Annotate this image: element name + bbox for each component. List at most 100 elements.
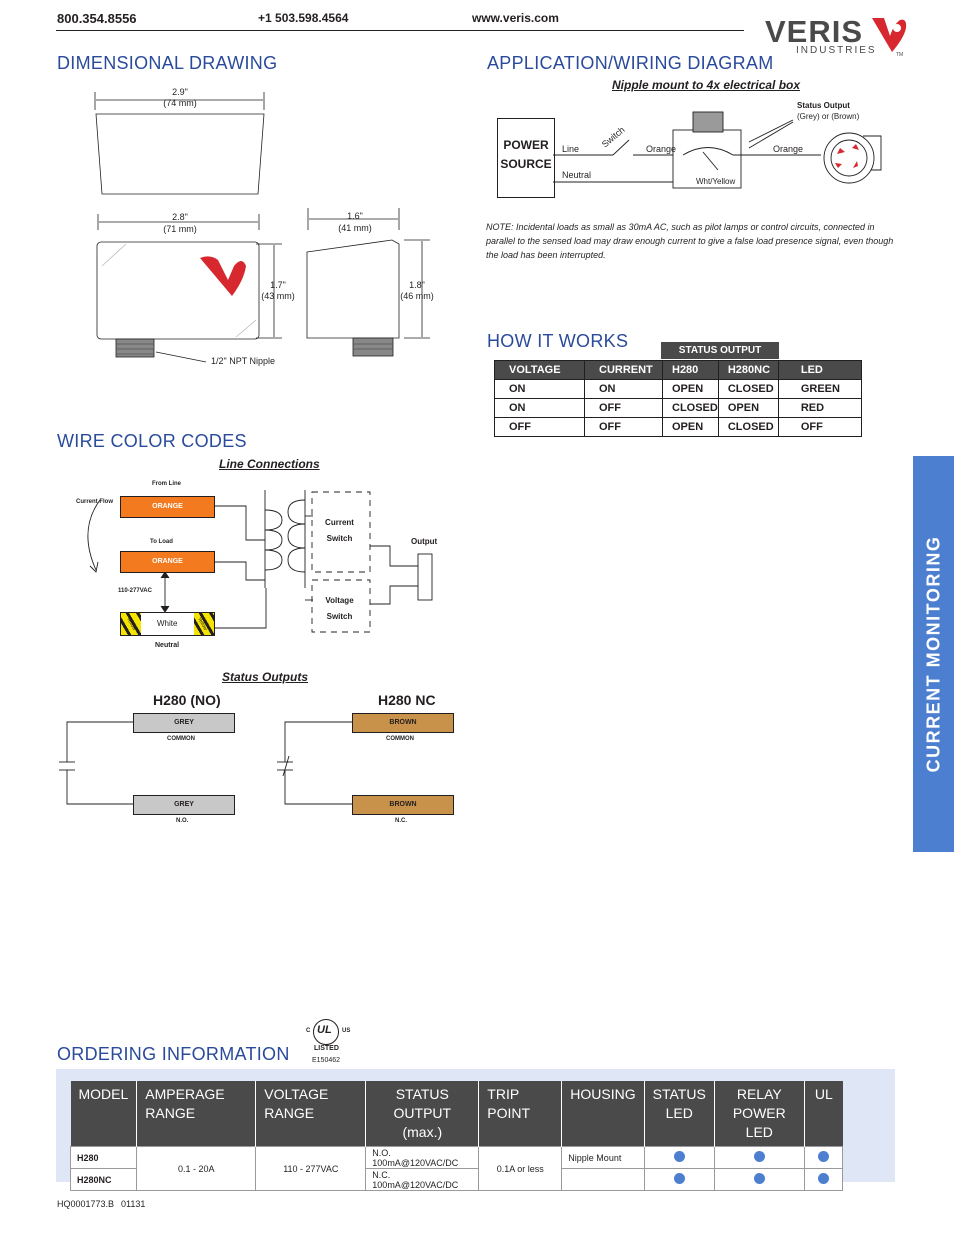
status-outputs-title: Status Outputs: [222, 670, 308, 684]
current-flow-label: Current Flow: [76, 499, 113, 505]
logo-text: VERIS: [765, 14, 864, 49]
wiring-neutral-label: Neutral: [562, 170, 592, 180]
how-cell: OFF: [777, 417, 862, 437]
wiring-wht-yellow-label: Wht/Yellow: [696, 177, 736, 186]
logo-v-icon: [872, 18, 907, 52]
order-housing-cell: [561, 1168, 645, 1191]
table-row: OFF OFF OPEN CLOSED OFF: [494, 417, 862, 437]
ul-mark-text: UL: [317, 1024, 332, 1036]
how-cell: OFF: [584, 398, 663, 418]
vac-label: 110-277VAC: [118, 588, 152, 594]
how-cell: OPEN: [662, 379, 719, 399]
dim-height-front: 1.7": [270, 280, 286, 290]
side-tab: CURRENT MONITORING: [913, 456, 954, 852]
how-cell: GREEN: [777, 379, 862, 399]
relay-led-dot-icon: [753, 1173, 765, 1184]
brown-wire-nc: BROWN: [352, 795, 454, 815]
order-col-amperage: AMPERAGE RANGE: [136, 1081, 257, 1147]
dim-depth-mm: (41 mm): [338, 223, 372, 233]
wiring-status-output-colors: (Grey) or (Brown): [797, 112, 860, 121]
yellow-stripe-right: [194, 613, 214, 635]
neutral-label: Neutral: [155, 642, 180, 649]
orange-wire-from-line: ORANGE: [120, 496, 215, 518]
no-label: N.O.: [176, 818, 189, 824]
order-relay-led-cell: [713, 1168, 805, 1191]
h280-nc-title: H280 NC: [378, 692, 436, 708]
wiring-svg: [553, 111, 882, 189]
dimensional-drawing: [56, 80, 456, 380]
line-connections-title: Line Connections: [219, 457, 320, 471]
power-source-label-1: POWER: [503, 138, 549, 152]
how-cell: CLOSED: [662, 398, 719, 418]
order-col-ul: UL: [804, 1081, 843, 1147]
common-label-2: COMMON: [386, 736, 414, 742]
order-status-led-cell: [643, 1146, 715, 1169]
to-load-label: To Load: [150, 539, 173, 545]
how-cell: ON: [494, 379, 585, 399]
current-switch-label-1: Current: [325, 518, 354, 527]
order-col-status-output: STATUS OUTPUT (max.): [365, 1081, 480, 1147]
ul-number: E150462: [312, 1057, 341, 1064]
order-housing-cell: Nipple Mount: [561, 1146, 645, 1169]
order-relay-led-cell: [713, 1146, 805, 1169]
order-col-status-led: STATUS LED: [644, 1081, 715, 1147]
ul-listed-mark: UL C US LISTED E150462: [305, 1016, 355, 1064]
order-amperage-cell: 0.1 - 20A: [136, 1146, 257, 1191]
voltage-switch-label-1: Voltage: [325, 596, 354, 605]
dim-bottom-width-mm: (71 mm): [163, 224, 197, 234]
order-model-cell: H280NC: [69, 1168, 138, 1191]
status-outputs-svg: [59, 721, 353, 805]
status-output-header: STATUS OUTPUT: [661, 342, 779, 359]
dimensional-title: DIMENSIONAL DRAWING: [57, 53, 278, 73]
how-cell: OPEN: [662, 417, 719, 437]
ul-dot-icon: [818, 1173, 830, 1184]
order-status-cell: N.O. 100mA@120VAC/DC: [365, 1146, 480, 1169]
line-connections-svg: [87, 490, 433, 633]
ul-circle-icon: [313, 1019, 339, 1045]
ul-us-text: US: [342, 1028, 351, 1034]
wiring-line-label: Line: [562, 144, 580, 154]
output-label: Output: [411, 537, 438, 546]
dim-depth: 1.6": [347, 211, 363, 221]
brown-wire-common: BROWN: [352, 713, 454, 733]
how-it-works-title: HOW IT WORKS: [487, 331, 629, 351]
wiring-subtitle: Nipple mount to 4x electrical box: [612, 78, 801, 92]
table-row: ON OFF CLOSED OPEN RED: [494, 398, 862, 418]
wiring-orange-label-1: Orange: [646, 144, 677, 154]
voltage-switch-label-2: Switch: [326, 612, 353, 621]
relay-led-dot-icon: [753, 1151, 765, 1162]
how-col-voltage: VOLTAGE: [494, 360, 585, 380]
header-rule: [56, 30, 744, 31]
logo-tm: TM: [896, 52, 904, 58]
order-col-trip-point: TRIP POINT: [478, 1081, 563, 1147]
dimensional-svg: [94, 92, 430, 363]
how-cell: CLOSED: [717, 417, 779, 437]
logo-subtext: INDUSTRIES: [796, 45, 877, 56]
orange-wire-to-load: ORANGE: [120, 551, 215, 573]
how-col-h280: H280: [662, 360, 719, 380]
how-col-current: CURRENT: [584, 360, 663, 380]
common-label-1: COMMON: [167, 736, 195, 742]
white-wire-label: White: [157, 619, 178, 628]
how-cell: ON: [494, 398, 585, 418]
ordering-title: ORDERING INFORMATION: [57, 1044, 290, 1064]
order-status-led-cell: [643, 1168, 715, 1191]
how-it-works-table: VOLTAGE CURRENT H280 H280NC LED ON ON OP…: [494, 360, 862, 437]
dim-height-front-mm: (43 mm): [261, 291, 295, 301]
veris-logo: VERIS INDUSTRIES TM: [762, 14, 912, 64]
website-link[interactable]: www.veris.com: [472, 11, 559, 25]
how-col-led: LED: [777, 360, 862, 380]
how-cell: ON: [584, 379, 663, 399]
ul-dot-icon: [818, 1151, 830, 1162]
status-led-dot-icon: [673, 1173, 685, 1184]
nc-label: N.C.: [395, 818, 407, 824]
order-ul-cell: [803, 1168, 844, 1191]
how-cell: CLOSED: [717, 379, 779, 399]
dim-height-side: 1.8": [409, 280, 425, 290]
wiring-orange-label-2: Orange: [773, 144, 804, 154]
how-cell: OFF: [584, 417, 663, 437]
side-tab-label: CURRENT MONITORING: [923, 535, 943, 773]
order-trip-cell: 0.1A or less: [478, 1146, 563, 1191]
ordering-table: MODEL AMPERAGE RANGE VOLTAGE RANGE STATU…: [69, 1081, 844, 1191]
ul-listed-text: LISTED: [314, 1045, 339, 1052]
